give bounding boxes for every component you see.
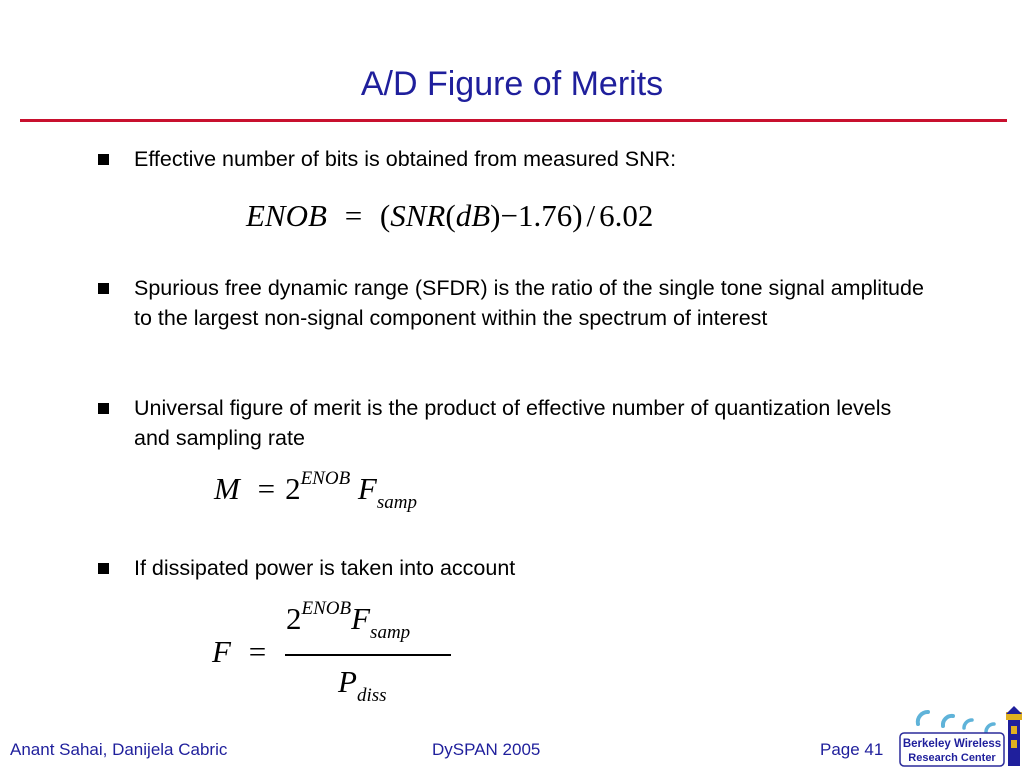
eq-f-num-sub: samp: [370, 622, 411, 643]
eq-m-base: 2: [285, 471, 301, 506]
logo-line1: Berkeley Wireless: [903, 738, 1001, 750]
eq-f-den-p: P: [338, 664, 357, 699]
eq-f-equals: =: [248, 634, 267, 669]
eq-enob-denom: 6.02: [599, 198, 654, 233]
eq-m-equals: =: [257, 471, 276, 506]
equation-f-denominator: Pdiss: [338, 664, 387, 706]
eq-enob-div: /: [586, 198, 596, 233]
bullet-square-icon: [98, 154, 109, 165]
eq-enob-lhs: ENOB: [246, 198, 327, 233]
logo-line2: Research Center: [908, 752, 996, 764]
eq-m-exp: ENOB: [300, 468, 351, 489]
eq-enob-pclose: ): [490, 198, 501, 233]
eq-enob-popen: (: [445, 198, 456, 233]
eq-f-num-base: 2: [286, 601, 302, 636]
bullet-text: Effective number of bits is obtained fro…: [134, 147, 677, 171]
eq-m-f: F: [357, 471, 377, 506]
footer-authors: Anant Sahai, Danijela Cabric: [10, 740, 228, 759]
eq-enob-minus: −1.76: [500, 198, 573, 233]
eq-f-num-exp: ENOB: [301, 598, 352, 619]
slide-title: A/D Figure of Merits: [360, 65, 664, 103]
eq-enob-equals: =: [344, 198, 363, 233]
bullet-square-icon: [98, 563, 109, 574]
eq-enob-db: dB: [455, 198, 491, 233]
bullet-text: Universal figure of merit is the product…: [134, 396, 892, 450]
fraction-bar: [285, 654, 451, 656]
eq-m-lhs: M: [214, 471, 240, 506]
footer-page-number: Page 41: [820, 740, 884, 759]
equation-f-lhs: F =: [212, 634, 266, 670]
logo-graphic-icon: Berkeley Wireless Research Center: [899, 706, 1022, 767]
equation-f-numerator: 2ENOBFsamp: [286, 598, 410, 643]
bullet-square-icon: [98, 283, 109, 294]
eq-enob-close: ): [572, 198, 583, 233]
bullet-square-icon: [98, 403, 109, 414]
eq-enob-open: (: [379, 198, 391, 233]
berkeley-wireless-logo: Berkeley Wireless Research Center: [898, 706, 1024, 768]
eq-f-lhs: F: [212, 634, 231, 669]
bullet-text: If dissipated power is taken into accoun…: [134, 556, 516, 580]
eq-f-den-sub: diss: [356, 685, 387, 706]
eq-f-num-f: F: [351, 601, 371, 636]
equation-enob: ENOB = (SNR(dB)−1.76)/6.02: [246, 198, 653, 234]
title-divider: [20, 119, 1007, 122]
bullet-text: Spurious free dynamic range (SFDR) is th…: [134, 276, 924, 330]
equation-m: M = 2ENOB Fsamp: [214, 468, 417, 513]
eq-m-sub: samp: [376, 492, 417, 513]
eq-enob-snr: SNR: [390, 198, 446, 233]
footer-conference: DySPAN 2005: [432, 740, 541, 759]
